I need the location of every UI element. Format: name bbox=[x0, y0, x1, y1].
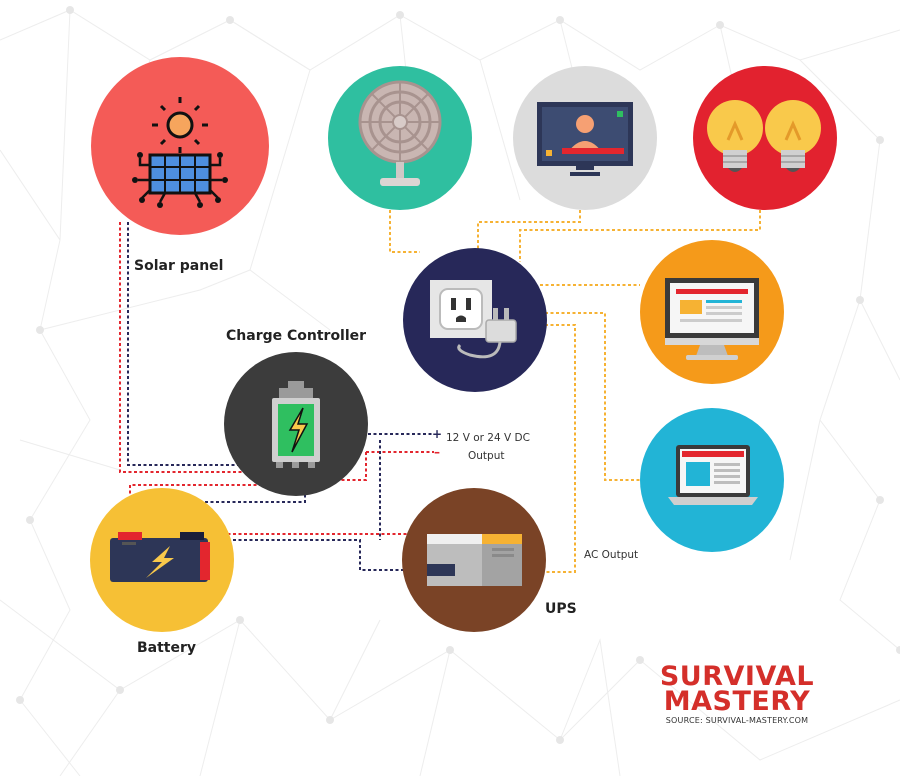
svg-text:+: + bbox=[432, 427, 442, 441]
light-bulb-icon bbox=[707, 100, 763, 172]
battery-label: Battery bbox=[137, 640, 197, 656]
fan-icon bbox=[358, 80, 442, 186]
wire-tv-outlet bbox=[477, 210, 581, 252]
ac-output-label: AC Output bbox=[584, 549, 639, 561]
wire-ups-outlet bbox=[545, 324, 576, 573]
charge-controller-label: Charge Controller bbox=[226, 328, 367, 344]
power-outlet-node bbox=[403, 248, 547, 392]
background-nodes bbox=[16, 6, 900, 744]
tv-node bbox=[513, 66, 657, 210]
wire-battery-ups-navy bbox=[200, 539, 428, 571]
fan-node bbox=[328, 66, 472, 210]
light-bulbs-node bbox=[693, 66, 837, 210]
power-outlet-icon bbox=[430, 280, 517, 359]
battery-node bbox=[90, 488, 234, 632]
ups-label: UPS bbox=[545, 601, 577, 617]
wire-fan-outlet bbox=[389, 210, 420, 253]
desktop-monitor-node bbox=[640, 240, 784, 384]
solar-panel-node bbox=[91, 57, 269, 235]
desktop-monitor-icon bbox=[665, 278, 759, 360]
laptop-node bbox=[640, 408, 784, 552]
battery-charge-icon bbox=[272, 381, 320, 468]
dc-output-label-line2: Output bbox=[468, 450, 505, 462]
ups-node bbox=[402, 488, 546, 632]
brand-line1: SURVIVAL bbox=[659, 661, 815, 692]
solar-panel-icon bbox=[132, 152, 228, 208]
sun-icon bbox=[152, 97, 208, 153]
tv-icon bbox=[537, 102, 633, 176]
laptop-icon bbox=[668, 445, 758, 505]
wire-laptop-outlet bbox=[545, 312, 642, 481]
light-bulb-icon bbox=[765, 100, 821, 172]
dc-output-label-line1: 12 V or 24 V DC bbox=[446, 432, 530, 444]
solar-panel-label: Solar panel bbox=[134, 258, 224, 274]
wire-dc-output-red bbox=[312, 451, 434, 481]
ups-device-icon bbox=[427, 534, 522, 586]
car-battery-icon bbox=[110, 532, 210, 582]
brand-source: SOURCE: SURVIVAL-MASTERY.COM bbox=[665, 716, 809, 725]
wire-bulbs-outlet bbox=[519, 210, 761, 262]
brand-line2: MASTERY bbox=[663, 686, 811, 717]
svg-text:–: – bbox=[434, 445, 440, 459]
brand-logo: SURVIVAL MASTERY SOURCE: SURVIVAL-MASTER… bbox=[652, 661, 822, 725]
charge-controller-node bbox=[224, 352, 368, 496]
dc-terminal-markers: + – bbox=[432, 427, 442, 459]
